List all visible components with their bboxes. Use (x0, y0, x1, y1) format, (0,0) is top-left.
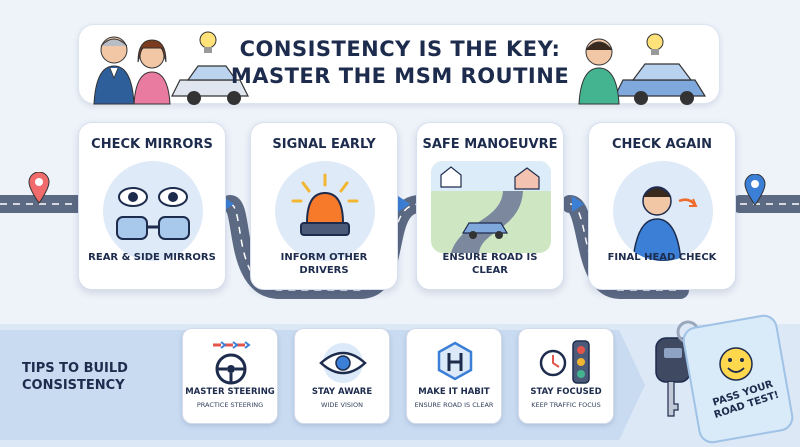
step-card-check-mirrors: CHECK MIRRORS REAR & SIDE MIRRORS (78, 122, 226, 290)
step-card-signal-early: SIGNAL EARLY INFORM OTHER DRIVERS (250, 122, 398, 290)
smiley-icon (719, 347, 753, 381)
car-road-icon (431, 161, 551, 253)
step-title: CHECK AGAIN (612, 137, 712, 152)
instructor-learner-illustration (93, 31, 249, 105)
tip-card-stay-aware: STAY AWARE WIDE VISION (294, 328, 390, 424)
head-check-icon (613, 161, 713, 261)
tip-sub: ENSURE ROAD IS CLEAR (414, 401, 494, 409)
traffic-light-icon (539, 340, 590, 384)
tip-title: MAKE IT HABIT (418, 387, 490, 397)
title-line-1: CONSISTENCY IS THE KEY: (239, 37, 561, 61)
step-title: SIGNAL EARLY (272, 137, 376, 152)
habit-icon (437, 341, 473, 381)
tip-sub: WIDE VISION (321, 401, 363, 409)
step-desc: ENSURE ROAD IS CLEAR (442, 252, 538, 276)
eye-icon (319, 343, 367, 383)
start-pin-icon (28, 172, 50, 204)
mirror-icon (103, 161, 203, 261)
end-pin-icon (744, 174, 766, 206)
steering-wheel-icon (213, 341, 251, 385)
step-desc: REAR & SIDE MIRRORS (88, 252, 216, 263)
tip-title: STAY FOCUSED (530, 387, 602, 397)
step-title: SAFE MANOEUVRE (422, 137, 558, 152)
step-card-safe-manoeuvre: SAFE MANOEUVRE ENSURE ROAD IS CLEAR (416, 122, 564, 290)
tip-title: MASTER STEERING (185, 387, 275, 397)
siren-icon (275, 161, 375, 261)
tip-title: STAY AWARE (311, 387, 373, 397)
step-desc: INFORM OTHER DRIVERS (280, 252, 368, 276)
title-line-2: MASTER THE MSM ROUTINE (230, 64, 570, 88)
tip-card-master-steering: MASTER STEERING PRACTICE STEERING (182, 328, 278, 424)
tip-sub: KEEP TRAFFIC FOCUS (531, 401, 601, 409)
tips-label: TIPS TO BUILD CONSISTENCY (22, 361, 128, 393)
step-desc: FINAL HEAD CHECK (607, 252, 717, 263)
step-title: CHECK MIRRORS (91, 137, 213, 152)
tip-card-stay-focused: STAY FOCUSED KEEP TRAFFIC FOCUS (518, 328, 614, 424)
step-card-check-again: CHECK AGAIN FINAL HEAD CHECK (588, 122, 736, 290)
tip-sub: PRACTICE STEERING (196, 401, 264, 409)
page-title: CONSISTENCY IS THE KEY: MASTER THE MSM R… (230, 36, 570, 90)
tip-card-make-it-habit: MAKE IT HABIT ENSURE ROAD IS CLEAR (406, 328, 502, 424)
driver-car-illustration (578, 33, 707, 105)
